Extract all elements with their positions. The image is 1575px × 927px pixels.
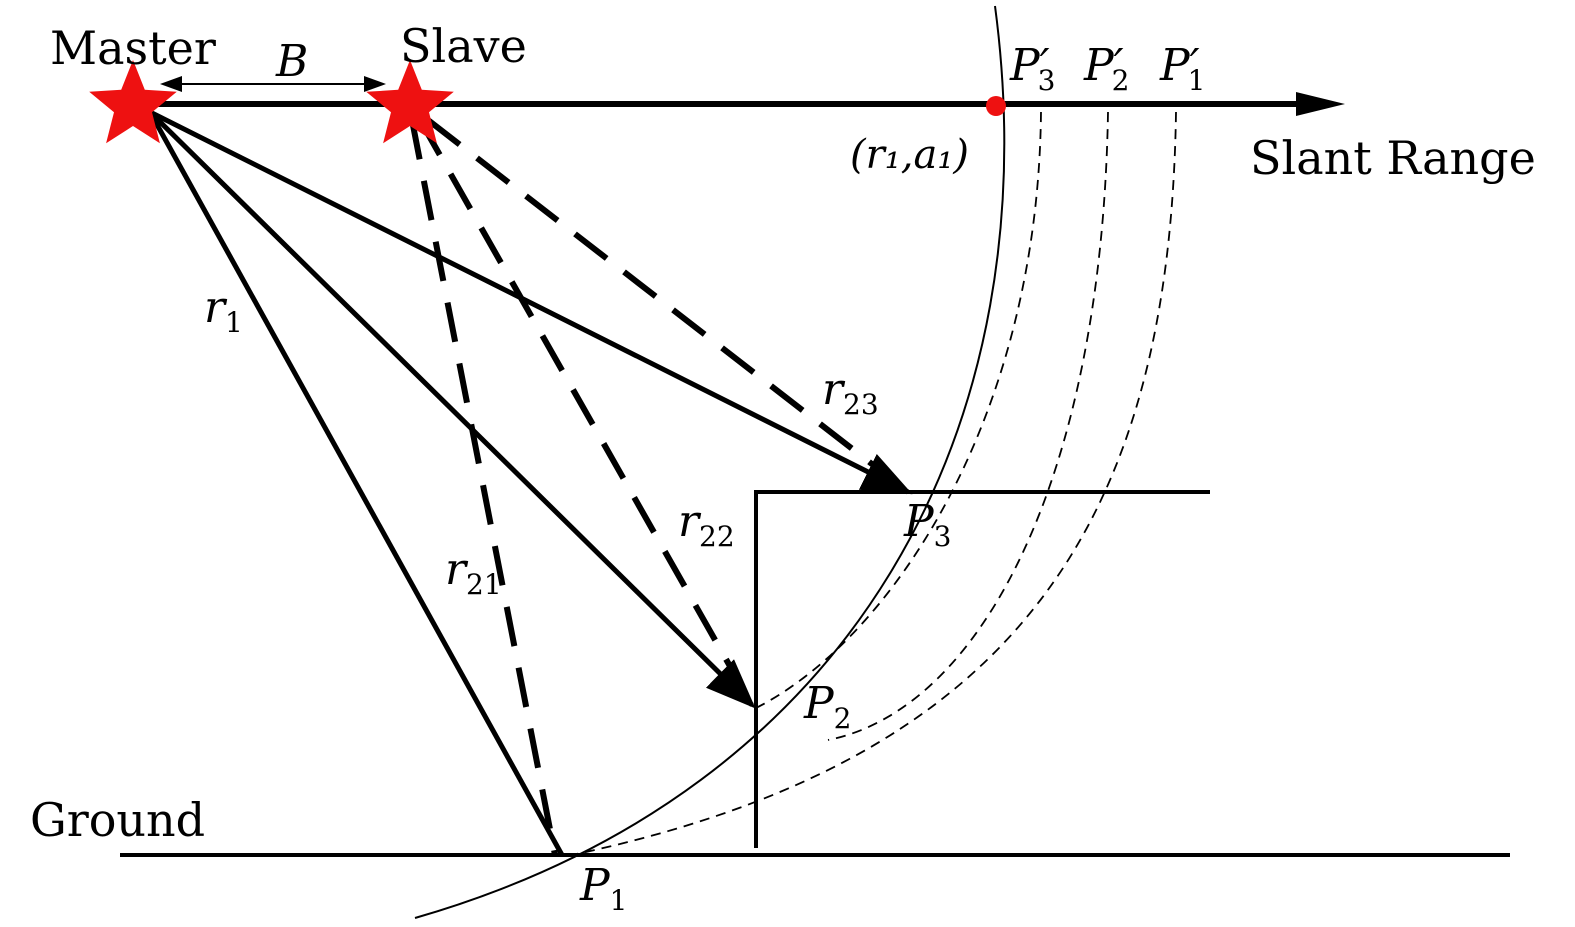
p2-proj-label: P′2 bbox=[1083, 40, 1129, 97]
baseline-arrowhead-right bbox=[364, 76, 386, 92]
terrain-step bbox=[754, 490, 1210, 848]
range-arc-r1 bbox=[414, 5, 1006, 919]
projection-arc-p2 bbox=[827, 111, 1109, 741]
p1-proj-label: P′1 bbox=[1159, 40, 1205, 97]
p2-label: P2 bbox=[803, 678, 851, 735]
master-label: Master bbox=[50, 21, 216, 75]
baseline-label: B bbox=[275, 36, 308, 87]
p3-proj-label: P′3 bbox=[1009, 40, 1055, 97]
slave-ray-p1 bbox=[409, 119, 558, 856]
slave-star-icon bbox=[366, 60, 454, 144]
master-star-icon bbox=[89, 60, 177, 144]
projection-arc-p3 bbox=[755, 111, 1042, 709]
master-ray-p3 bbox=[148, 109, 913, 495]
ground-label: Ground bbox=[30, 793, 205, 847]
master-ray-p1 bbox=[147, 110, 565, 857]
projection-arc-p1 bbox=[571, 111, 1177, 856]
slave-ray-p3 bbox=[426, 117, 910, 495]
r1-label: r1 bbox=[204, 282, 243, 339]
r22-label: r22 bbox=[678, 496, 735, 553]
slave-label: Slave bbox=[400, 19, 527, 73]
p3-label: P3 bbox=[903, 496, 951, 553]
slant-range-label: Slant Range bbox=[1250, 131, 1536, 185]
master-ray-p2 bbox=[148, 110, 756, 709]
p1-label: P1 bbox=[579, 860, 627, 917]
r21-label: r21 bbox=[445, 544, 502, 601]
slant-range-arrowhead bbox=[1296, 92, 1345, 116]
reference-point-dot bbox=[986, 96, 1006, 116]
reference-point-label: (r₁,a₁) bbox=[850, 132, 969, 178]
baseline-arrowhead-left bbox=[160, 76, 182, 92]
slave-ray-p2 bbox=[417, 118, 755, 707]
r23-label: r23 bbox=[822, 364, 879, 421]
